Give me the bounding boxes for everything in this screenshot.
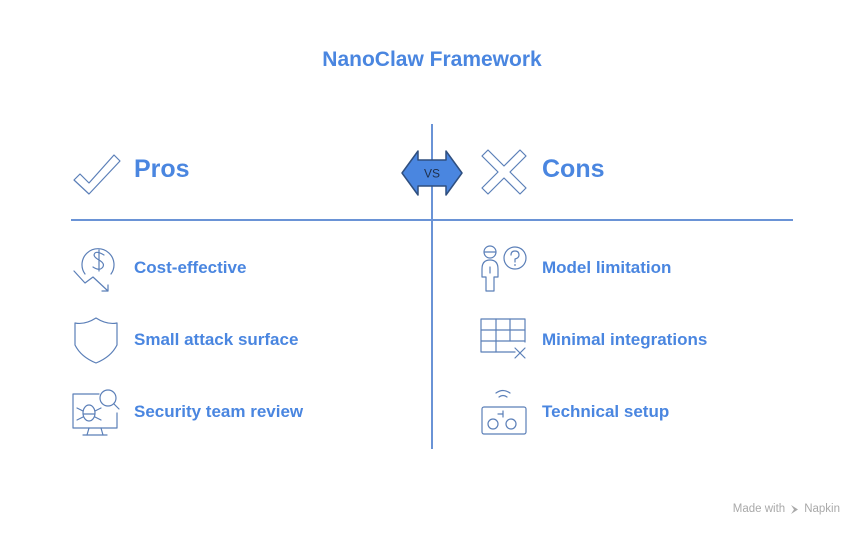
vs-label: VS: [424, 167, 440, 181]
brand-text: Napkin: [804, 503, 840, 515]
item-label: Model limitation: [542, 258, 672, 277]
horizontal-divider: [71, 219, 793, 221]
bug-search-icon: [71, 387, 121, 437]
page-title: NanoClaw Framework: [322, 48, 542, 71]
item-label: Technical setup: [542, 402, 670, 421]
table-x-icon: [479, 315, 529, 365]
person-question-icon: [479, 243, 529, 293]
cross-icon: [480, 148, 528, 196]
item-label: Minimal integrations: [542, 330, 708, 349]
list-item: Minimal integrations: [479, 315, 707, 365]
item-label: Small attack surface: [134, 330, 299, 349]
pros-heading: Pros: [134, 155, 190, 183]
list-item: Model limitation: [479, 243, 671, 293]
list-item: Security team review: [71, 387, 303, 437]
vertical-divider: [431, 124, 433, 449]
napkin-logo-icon: [790, 504, 801, 515]
shield-icon: [71, 315, 121, 365]
cons-heading: Cons: [542, 155, 605, 183]
vs-badge: VS: [400, 145, 464, 201]
list-item: Cost-effective: [71, 243, 246, 293]
made-with-footer[interactable]: Made with Napkin: [733, 503, 840, 515]
checkmark-icon: [72, 150, 122, 196]
item-label: Cost-effective: [134, 258, 247, 277]
dollar-down-icon: [71, 243, 121, 293]
made-with-text: Made with: [732, 503, 786, 515]
list-item: Small attack surface: [71, 315, 298, 365]
list-item: Technical setup: [479, 387, 669, 437]
radio-device-icon: [479, 387, 529, 437]
item-label: Security team review: [134, 402, 304, 421]
